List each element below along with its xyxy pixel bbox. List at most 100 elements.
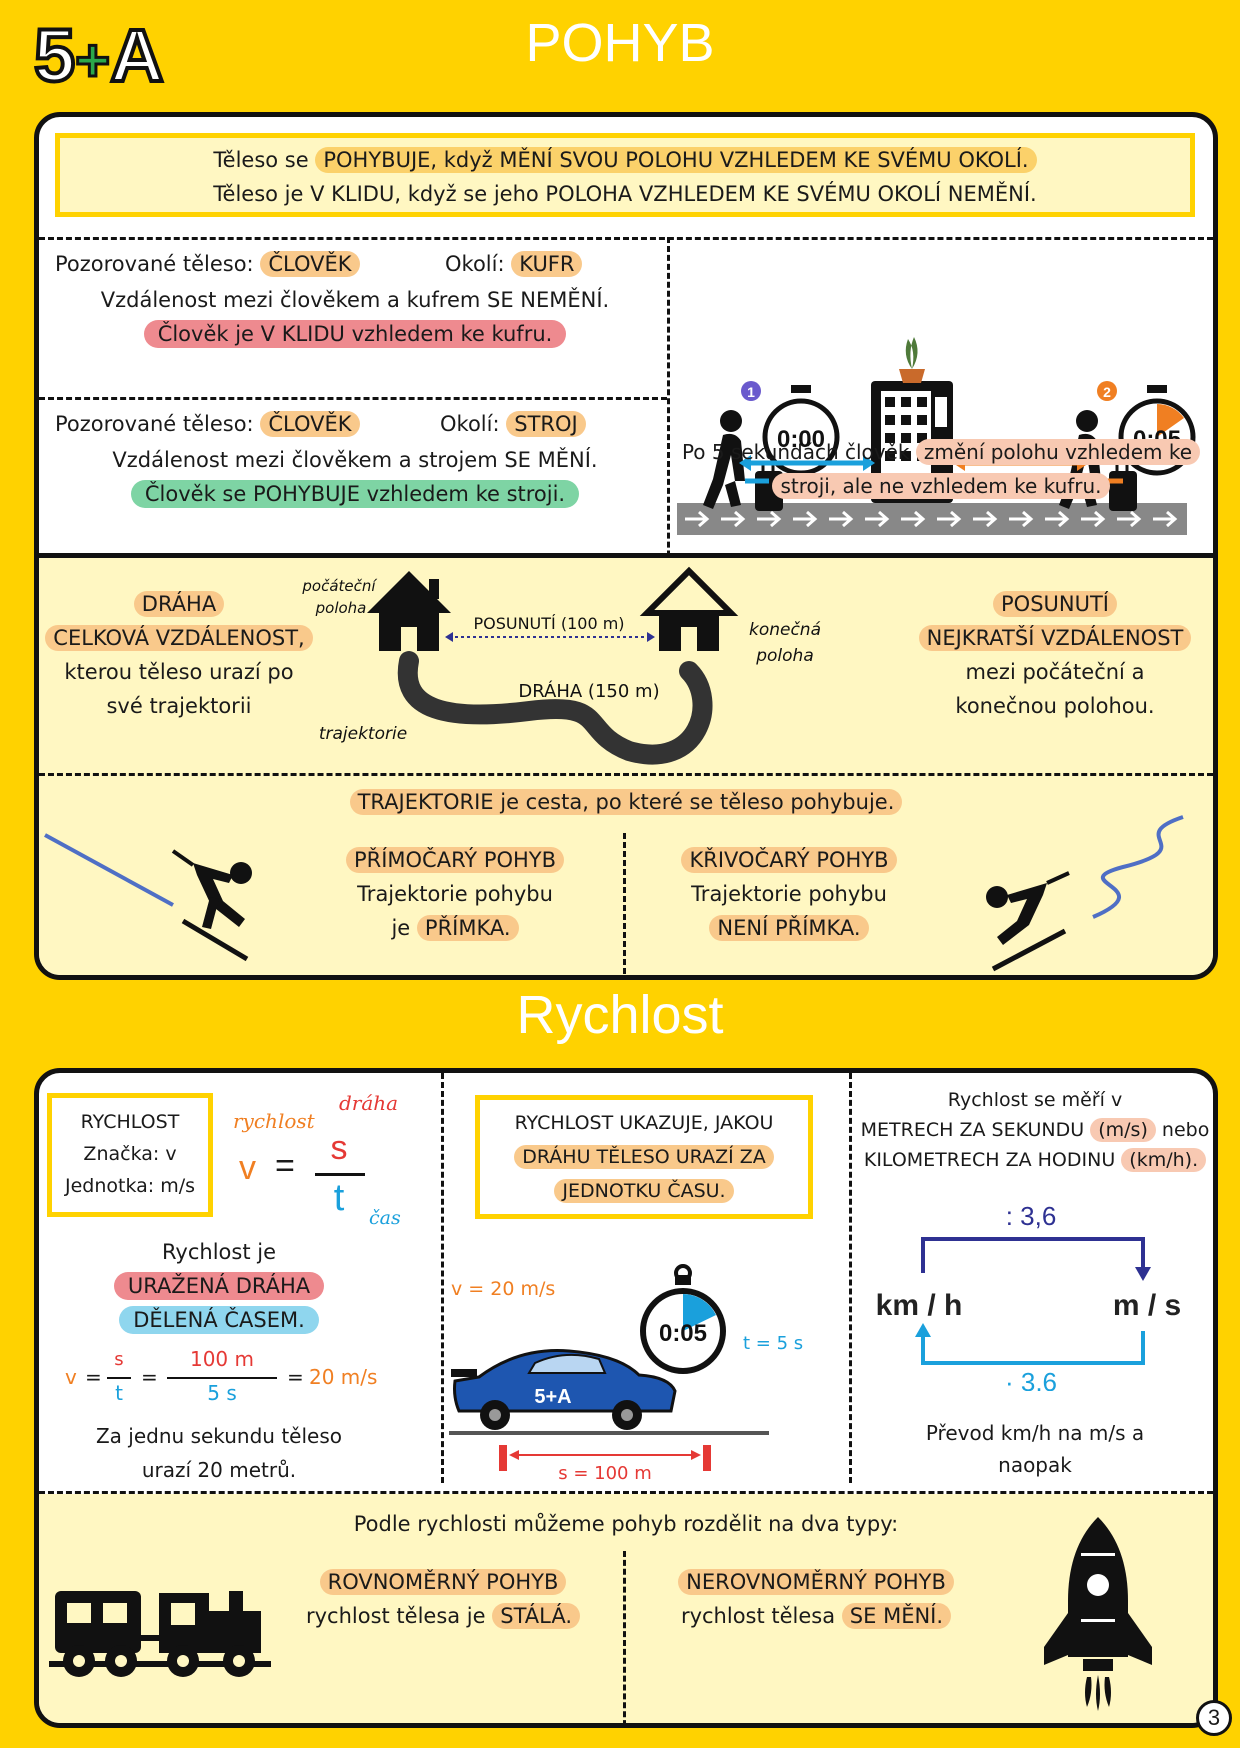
car-logo-text: 5+A [534,1386,571,1408]
skier-straight-illustration [44,833,252,962]
divider [667,237,670,673]
section-title-rychlost: Rychlost [516,985,724,1045]
formula-s: s [330,1129,348,1167]
example-motion: Pozorované těleso: ČLOVĚK Okolí: STROJ V… [55,407,655,511]
example-rest: Pozorované těleso: ČLOVĚK Okolí: KUFR Vz… [55,247,655,351]
car-illustration: v = 20 m/s 0:05 t = 5 s 5+A s = 100 m [449,1264,803,1483]
race-car-icon [451,1349,677,1430]
car-distance-label: s = 100 m [558,1463,652,1483]
pohyb-panel: Těleso se POHYBUJE, když MĚNÍ SVOU POLOH… [34,112,1218,980]
section-title-pohyb: POHYB [525,13,715,73]
badge-2 [1097,381,1117,401]
plant-icon [899,337,925,383]
label-body: Pozorované těleso: [55,412,254,436]
arrow-ms-to-kmh [921,1331,1145,1365]
skier-curved-illustration [986,815,1184,972]
car-time-label: t = 5 s [743,1333,803,1354]
divider [623,833,626,975]
logo-a: A [108,14,165,97]
speed-shows-box: RYCHLOST UKAZUJE, JAKOU DRÁHU TĚLESO URA… [475,1095,813,1219]
speed-is: Rychlost je URAŽENÁ DRÁHA DĚLENÁ ČASEM. [49,1235,389,1337]
badge-1 [741,381,761,401]
path-length-label: DRÁHA (150 m) [518,680,659,702]
uniform-motion-title: ROVNOMĚRNÝ POHYB [319,1569,567,1595]
divider [39,1491,1213,1494]
start-house-icon [367,571,451,651]
curved-motion-title: KŘIVOČARÝ POHYB [681,847,897,873]
end-house-icon [639,566,739,651]
page-number: 3 [1196,1700,1232,1736]
stopwatch-1 [762,385,840,476]
path-displacement-diagram: POSUNUTÍ (100 m) DRÁHA (150 m) počáteční… [301,566,821,765]
definition-box: Těleso se POHYBUJE, když MĚNÍ SVOU POLOH… [55,133,1195,217]
nonuniform-motion-title: NEROVNOMĚRNÝ POHYB [678,1569,954,1595]
def-line1-b: POHYBUJE, když MĚNÍ SVOU POLOHU VZHLEDEM… [315,147,1037,173]
trajectory-definition: TRAJEKTORIE je cesta, po které se těleso… [39,785,1213,819]
divider [39,773,1213,776]
straight-motion: PŘÍMOČARÝ POHYB Trajektorie pohybu je PŘ… [295,843,615,945]
speed-units: Rychlost se měří v METRECH ZA SEKUNDU (m… [860,1089,1210,1172]
start-position-label-2: poloha [315,599,367,617]
uniform-motion: ROVNOMĚRNÝ POHYB rychlost tělesa je STÁL… [265,1565,621,1633]
motion-types-intro: Podle rychlosti můžeme pohyb rozdělit na… [353,1512,899,1536]
timer-1-text: 0:00 [777,426,825,453]
draha-definition: DRÁHA CELKOVÁ VZDÁLENOST, kterou těleso … [39,587,319,723]
label-body: Pozorované těleso: [55,252,254,276]
logo-5: 5 [32,14,77,97]
train-illustration [49,1591,271,1677]
label-env: Okolí: [440,412,500,436]
divider [623,1551,626,1723]
result-motion: Člověk se POHYBUJE vzhledem ke stroji. [130,480,580,508]
conversion-note: Převod km/h na m/s a naopak [925,1421,1145,1477]
rychlost-panel: RYCHLOST Značka: v Jednotka: m/s rychlos… [34,1068,1218,1728]
car-speed-label: v = 20 m/s [451,1278,555,1300]
road-arrows [685,510,1178,528]
end-position-label: konečná [749,620,821,640]
divide-label: : 3,6 [1006,1201,1057,1231]
speed-calculation: v = s t = 100 m 5 s = 20 m/s [65,1347,378,1405]
result-rest: Člověk je V KLIDU vzhledem ke kufru. [143,320,567,348]
arrow-kmh-to-ms [921,1237,1145,1273]
label-speed: rychlost [233,1109,315,1133]
unit-kmh: km / h [876,1289,963,1322]
logo: 5+A [32,16,174,96]
displacement-label: POSUNUTÍ (100 m) [473,614,624,633]
posunuti-definition: POSUNUTÍ NEJKRATŠÍ VZDÁLENOST mezi počát… [905,587,1205,723]
curved-motion: KŘIVOČARÝ POHYB Trajektorie pohybu NENÍ … [629,843,949,945]
nonuniform-motion: NEROVNOMĚRNÝ POHYB rychlost tělesa SE MĚ… [633,1565,999,1633]
formula-v: v [239,1149,256,1187]
label-time: čas [369,1207,401,1229]
logo-plus: + [74,26,112,96]
def-line1-a: Těleso se [213,148,309,172]
observed-body: ČLOVĚK [260,251,360,277]
environment: KUFR [511,251,583,277]
trajectory-label: trajektorie [319,724,407,744]
unit-ms: m / s [1113,1289,1181,1322]
trajectory-path [397,651,713,765]
badge-2-text: 2 [1103,384,1111,400]
straight-motion-title: PŘÍMOČARÝ POHYB [345,847,565,873]
badge-1-text: 1 [747,384,755,400]
end-position-label-2: poloha [755,646,814,666]
formula-t: t [333,1177,345,1219]
label-path: dráha [339,1091,399,1115]
posunuti-title: POSUNUTÍ [993,591,1117,617]
start-position-label: počáteční [301,577,377,595]
divider [39,397,667,400]
environment: STROJ [506,411,586,437]
observed-body: ČLOVĚK [260,411,360,437]
distance-arrow-blue [739,455,875,484]
multiply-label: · 3,6 [1005,1367,1057,1391]
unit-conversion-diagram: : 3,6 km / h m / s · 3,6 [876,1201,1182,1391]
formula-eq: = [275,1147,295,1185]
draha-title: DRÁHA [133,591,225,617]
divider [441,1073,444,1483]
divider [849,1073,852,1483]
speed-formula: rychlost dráha v = s t čas [219,1083,401,1233]
car-timer-text: 0:05 [659,1320,707,1347]
label-env: Okolí: [445,252,505,276]
distance-line: Vzdálenost mezi člověkem a strojem SE MĚ… [112,448,598,472]
divider [39,237,1213,240]
car-stopwatch [640,1264,726,1374]
speed-symbol-box: RYCHLOST Značka: v Jednotka: m/s [47,1093,213,1217]
